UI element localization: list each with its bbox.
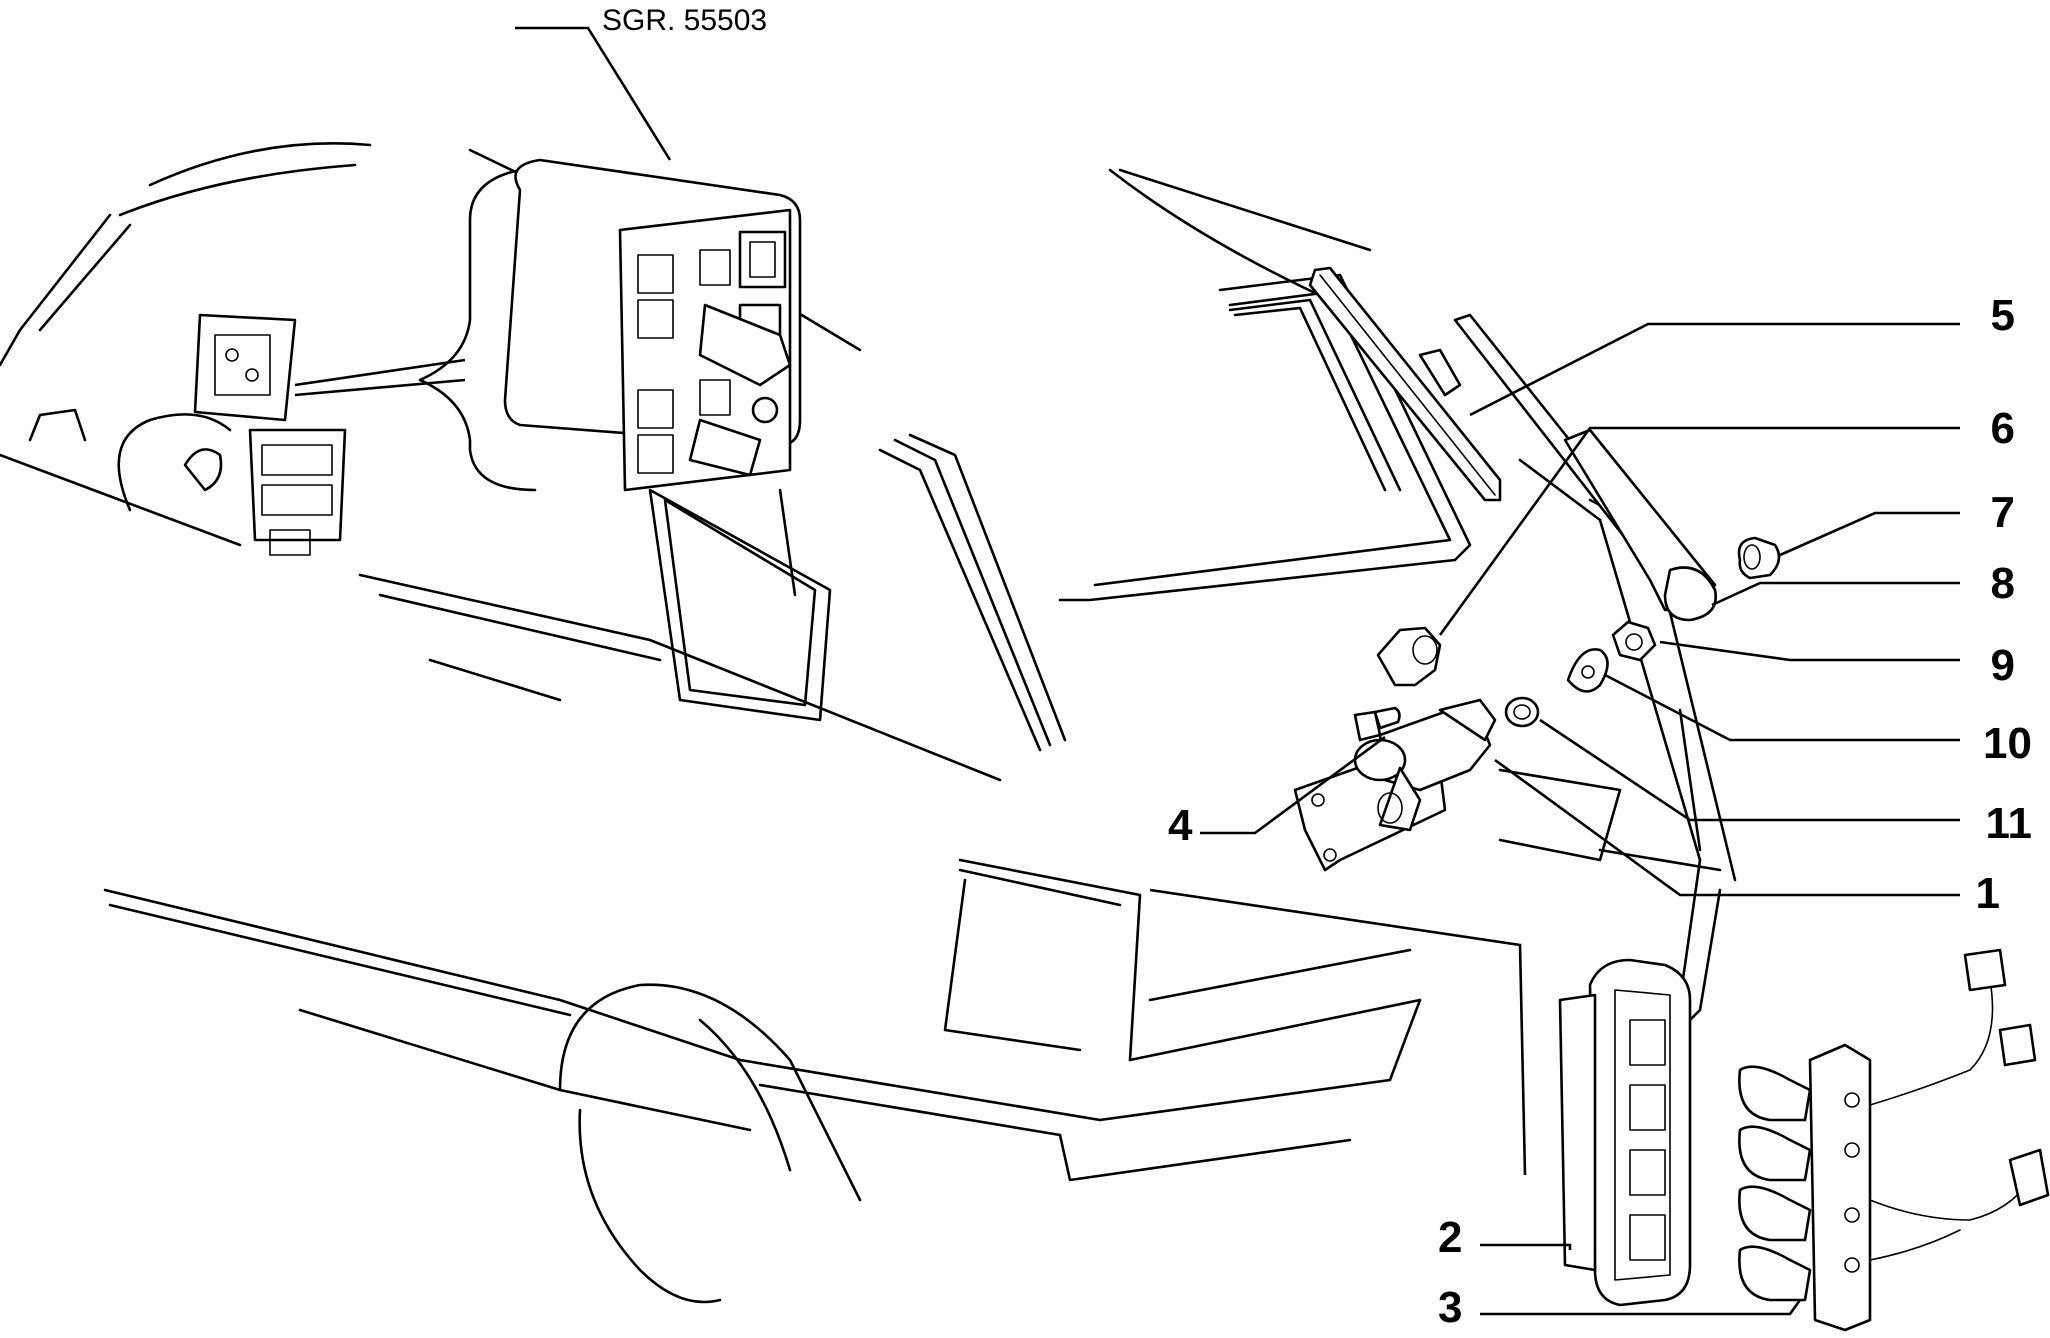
callout-7: 7 [1991,488,2015,537]
wiper-arm-cap [1737,536,1781,580]
callout-3: 3 [1438,1283,1462,1332]
wiper-blade [1308,266,1502,502]
leader-7 [1779,511,1960,557]
callout-6: 6 [1991,404,2015,453]
callout-4: 4 [1168,801,1193,850]
leader-9 [1659,640,1960,662]
reference-label: SGR. 55503 [602,4,767,37]
callout-1: 1 [1976,869,2000,918]
leader-6 [1438,426,1960,636]
callout-9: 9 [1991,641,2015,690]
callout-5: 5 [1991,291,2015,340]
leader-10 [1604,673,1960,742]
leader-5 [1469,322,1960,417]
leader-11 [1539,718,1960,822]
callout-10: 10 [1983,719,2032,768]
callout-11: 11 [1985,799,2032,848]
bulb-holder [1738,948,2050,1332]
leader-3 [1480,1299,1802,1316]
leader-sgr [515,26,672,161]
callout-2: 2 [1438,1213,1462,1262]
gasket [1504,696,1540,728]
washer [1566,648,1609,693]
bolt [1353,706,1401,742]
callout-8: 8 [1991,559,2015,608]
leader-lamp-location [1149,888,1527,1176]
wiper-motor [1293,698,1497,872]
lamp-housing [1558,958,1692,1307]
nut [1611,620,1657,662]
switch-block-detail [418,158,802,492]
wiper-arm [1453,313,1717,622]
leader-4 [1200,735,1386,835]
dashboard-switch-inset [193,313,466,556]
leader-1 [1494,758,1960,897]
callout-leaders [515,26,1960,1316]
leader-8 [1711,581,1960,607]
leader-2 [1480,1243,1572,1250]
callout-labels: SGR. 55503 5 6 7 8 9 10 11 1 4 2 3 [602,4,2032,1332]
grommet [1376,626,1442,687]
